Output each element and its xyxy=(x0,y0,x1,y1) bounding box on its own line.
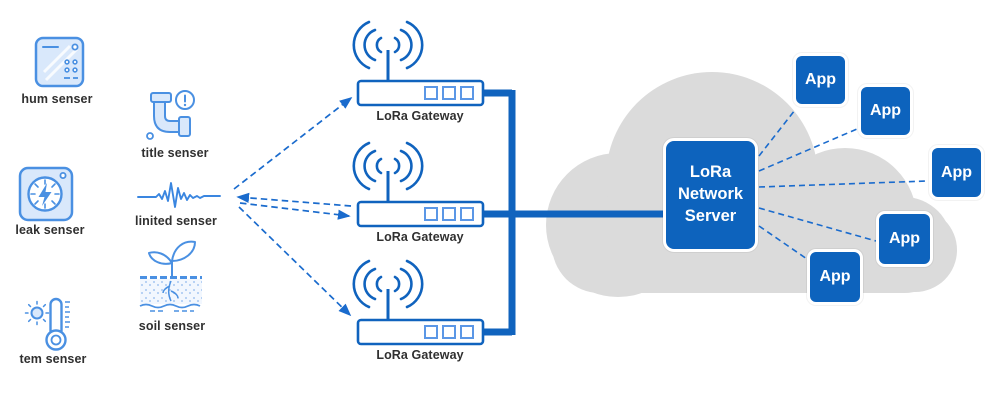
app-label-2: App xyxy=(869,102,902,119)
sensor-label-leak: leak senser xyxy=(15,223,85,237)
server-app-links xyxy=(758,109,928,260)
sensor-label-title: title senser xyxy=(141,146,209,160)
link-to-gateway-1 xyxy=(233,96,353,190)
app-node-1: App xyxy=(793,53,848,107)
gateway-label-3: LoRa Gateway xyxy=(376,348,464,362)
app-label-3: App xyxy=(940,163,973,181)
pipe-alert-icon xyxy=(146,90,195,140)
link-app-4 xyxy=(758,207,877,242)
app-label-4: App xyxy=(888,230,921,247)
gauge-bolt-icon xyxy=(18,166,74,222)
link-from-gateway-2 xyxy=(236,192,352,207)
link-to-gateway-3 xyxy=(238,206,352,317)
sensor-gateway-links xyxy=(233,96,353,317)
sensor-label-hum: hum senser xyxy=(21,92,93,106)
server-label-line3: Server xyxy=(684,206,737,225)
lora-gateway-2 xyxy=(352,141,485,228)
link-app-2 xyxy=(758,128,858,172)
waveform-icon xyxy=(137,182,221,208)
app-label-5: App xyxy=(819,268,851,285)
humidity-device-icon xyxy=(34,36,85,88)
lora-gateway-1 xyxy=(352,20,485,107)
server-label-line1: LoRa xyxy=(689,163,732,182)
lora-network-server-node: LoRa Network Server xyxy=(663,138,758,252)
sensor-label-linited: linited senser xyxy=(135,214,217,228)
gateway-label-2: LoRa Gateway xyxy=(376,230,464,244)
soil-plant-icon xyxy=(139,240,202,312)
sensor-label-tem: tem senser xyxy=(19,352,87,366)
link-to-gateway-2 xyxy=(239,202,351,220)
backbone-lines xyxy=(483,89,668,336)
server-label-line2: Network xyxy=(677,185,744,204)
sensor-label-soil: soil senser xyxy=(138,319,206,333)
app-node-3: App xyxy=(929,145,984,200)
lora-gateway-3 xyxy=(352,259,485,346)
gateway-label-1: LoRa Gateway xyxy=(376,109,464,123)
app-node-5: App xyxy=(807,249,863,305)
link-app-3 xyxy=(758,180,928,188)
thermometer-sun-icon xyxy=(24,297,70,351)
app-label-1: App xyxy=(804,71,837,88)
app-node-2: App xyxy=(858,84,913,138)
app-node-4: App xyxy=(876,211,933,267)
